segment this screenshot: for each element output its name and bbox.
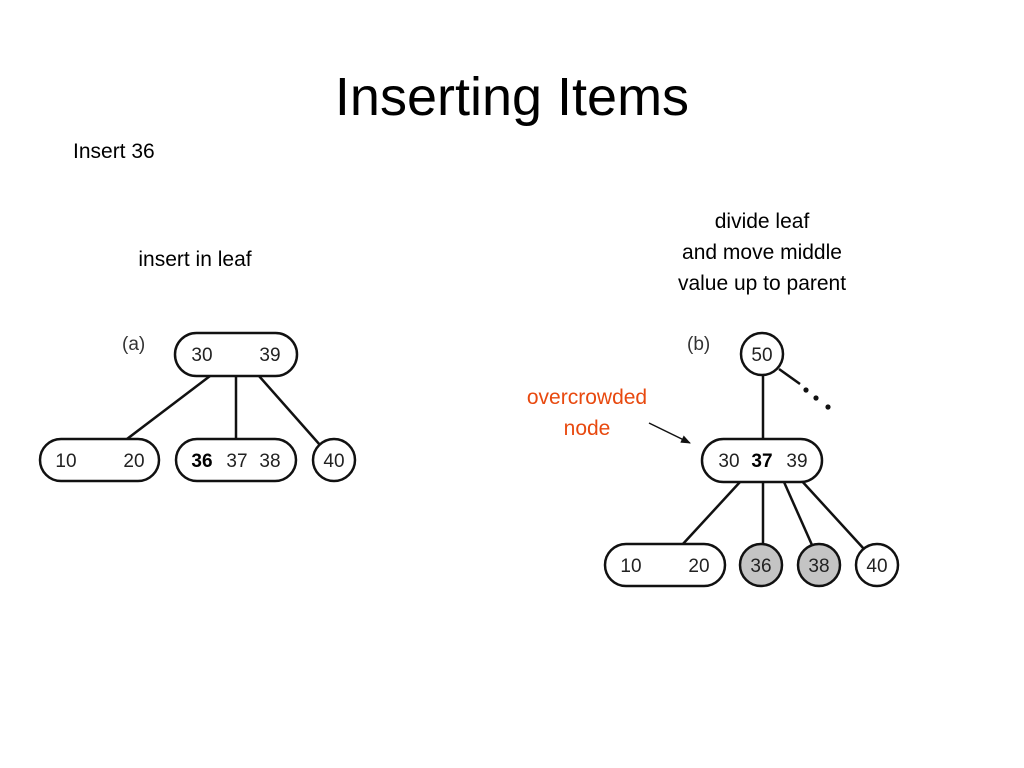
annotation-line: overcrowded	[526, 386, 648, 409]
panel-b-caption-line: value up to parent	[677, 272, 847, 295]
node-key: 10	[620, 556, 641, 577]
panel-b-leaf-node: 40	[854, 542, 900, 588]
annotation-arrow	[648, 422, 691, 444]
panel-b-leaf-node-shaded: 38	[796, 542, 842, 588]
tree-edge-continuation	[778, 367, 801, 386]
node-key: 39	[786, 451, 807, 472]
tree-edge	[782, 481, 814, 546]
panel-b-leaf-node: 10 20	[603, 542, 727, 588]
panel-b-caption-line: divide leaf	[714, 210, 810, 233]
tree-edge	[258, 375, 321, 446]
node-key: 40	[323, 451, 344, 472]
panel-a-leaf-node: 36 37 38	[174, 437, 298, 483]
node-outline	[174, 437, 298, 483]
node-outline	[700, 437, 824, 484]
tree-edge	[126, 375, 211, 440]
node-key: 30	[718, 451, 739, 472]
panel-b-parent-node: 50	[739, 331, 785, 377]
panel-b-caption: divide leaf and move middle value up to …	[642, 206, 882, 299]
dot	[803, 387, 809, 393]
node-key: 37	[226, 451, 247, 472]
node-outline	[854, 542, 900, 588]
node-key: 36	[750, 556, 771, 577]
panel-a-edges	[126, 375, 321, 446]
node-key: 40	[866, 556, 887, 577]
panel-b-edges	[681, 367, 865, 550]
tree-edge	[799, 478, 865, 550]
slide-subtitle: Insert 36	[73, 140, 155, 163]
panel-a-caption: insert in leaf	[95, 244, 295, 275]
dot	[825, 404, 831, 410]
node-outline	[739, 331, 785, 377]
node-outline	[738, 542, 784, 588]
panel-b-label: (b)	[687, 334, 710, 355]
node-outline	[173, 331, 299, 378]
overcrowded-node-annotation: overcrowded node	[507, 382, 667, 444]
panel-a-caption-line: insert in leaf	[138, 248, 252, 271]
panel-a-root-node: 30 39	[173, 331, 299, 378]
node-key: 10	[55, 451, 76, 472]
node-key: 20	[688, 556, 709, 577]
node-key: 39	[259, 345, 280, 366]
panel-a-leaf-node: 40	[311, 437, 357, 483]
node-key: 20	[123, 451, 144, 472]
dot	[813, 395, 819, 401]
node-outline	[603, 542, 727, 588]
node-outline	[311, 437, 357, 483]
panel-a-label: (a)	[122, 334, 145, 355]
node-key: 30	[191, 345, 212, 366]
ellipsis-icon	[803, 387, 831, 410]
panel-b-leaf-node-shaded: 36	[738, 542, 784, 588]
node-key: 50	[751, 345, 772, 366]
node-key: 38	[259, 451, 280, 472]
node-key: 38	[808, 556, 829, 577]
slide-title: Inserting Items	[334, 67, 690, 127]
node-key-inserted: 36	[191, 451, 212, 472]
node-outline	[796, 542, 842, 588]
panel-b-overcrowded-node: 30 37 39	[700, 437, 824, 484]
node-outline	[38, 437, 161, 483]
tree-edge	[681, 481, 741, 546]
panel-b-caption-line: and move middle	[682, 241, 842, 264]
node-key-middle: 37	[751, 451, 772, 472]
annotation-line: node	[563, 417, 611, 440]
panel-a-leaf-node: 10 20	[38, 437, 161, 483]
